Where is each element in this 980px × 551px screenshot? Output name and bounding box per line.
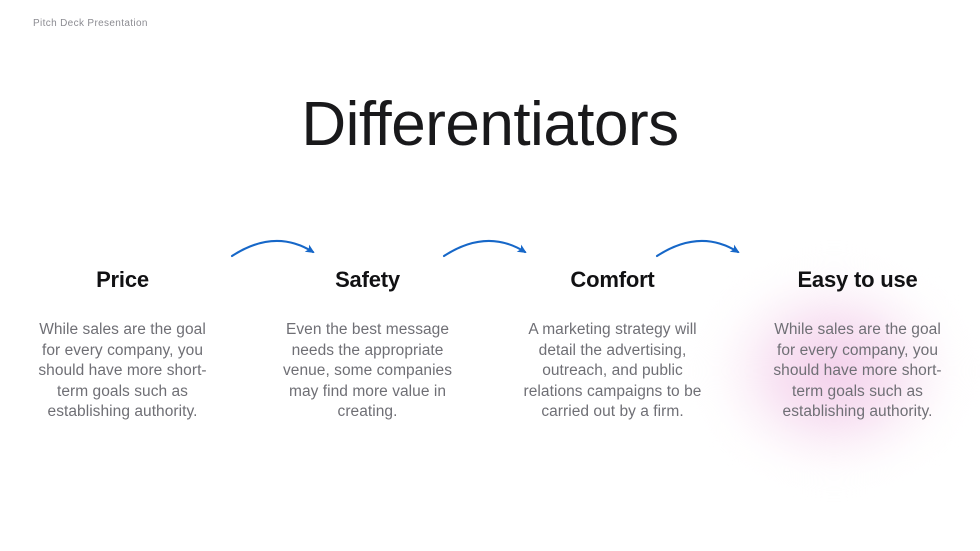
arrow-price-to-safety <box>230 239 315 258</box>
column-body-price: While sales are the goal for every compa… <box>38 321 207 421</box>
column-body-comfort: A marketing strategy will detail the adv… <box>523 321 702 421</box>
column-easy-to-use: Easy to use While sales are the goal for… <box>735 266 980 423</box>
column-price: Price While sales are the goal for every… <box>0 266 245 423</box>
column-body-safety: Even the best message needs the appropri… <box>282 321 453 421</box>
column-heading-price: Price <box>96 267 149 292</box>
column-comfort: Comfort A marketing strategy will detail… <box>490 266 735 423</box>
column-heading-easy-to-use: Easy to use <box>797 267 918 292</box>
arrow-safety-to-comfort <box>442 239 527 258</box>
arrow-comfort-to-easy-to-use <box>655 239 740 258</box>
column-heading-comfort: Comfort <box>570 267 655 292</box>
differentiator-columns: Price While sales are the goal for every… <box>0 266 980 423</box>
column-body-easy-to-use: While sales are the goal for every compa… <box>773 321 942 421</box>
column-heading-safety: Safety <box>335 267 400 292</box>
column-safety: Safety Even the best message needs the a… <box>245 266 490 423</box>
page-title: Differentiators <box>301 89 679 159</box>
deck-eyebrow-label: Pitch Deck Presentation <box>33 18 148 29</box>
